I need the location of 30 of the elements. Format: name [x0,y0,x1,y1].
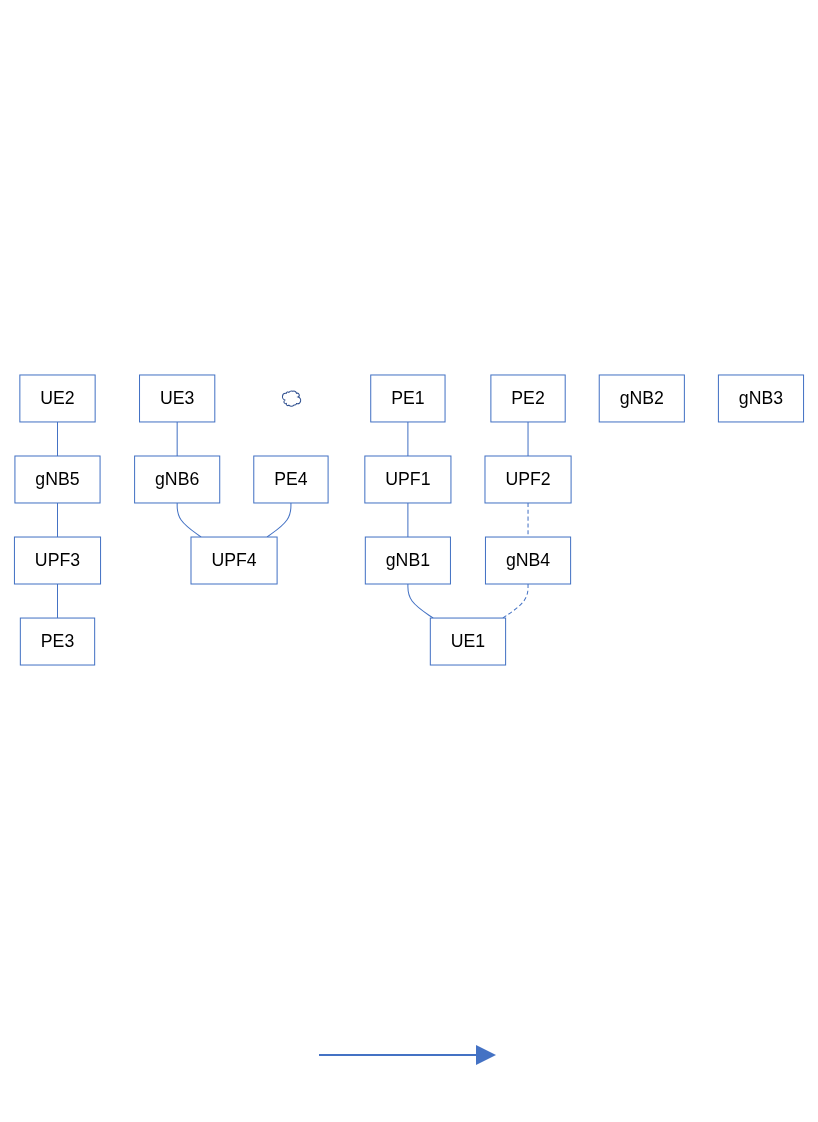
connector [176,421,178,457]
connector [57,421,58,457]
connector [176,502,202,538]
connector [407,583,434,619]
node-box: UPF3 [13,536,102,585]
node-box: UE3 [139,374,216,423]
node-box: PE3 [19,617,96,666]
node-box: PE1 [370,374,446,423]
node-box: UE2 [19,374,96,423]
node-cloud [281,390,302,407]
node-box: UPF2 [484,455,572,504]
node-box: gNB4 [484,536,572,585]
connector [407,502,409,538]
node-box: UE1 [429,617,507,666]
node-box: gNB3 [717,374,805,423]
node-box: UPF4 [190,536,278,585]
node-box: gNB2 [598,374,685,423]
node-box: PE4 [253,455,329,504]
connector [57,583,58,619]
connector [266,502,292,538]
node-box: gNB1 [364,536,451,585]
connector [57,502,58,538]
node-box: gNB5 [14,455,101,504]
connector [527,502,529,538]
node-box: gNB6 [134,455,221,504]
connector [407,421,409,457]
connector [527,421,529,457]
connector [502,583,529,619]
node-box: PE2 [490,374,566,423]
node-box: UPF1 [364,455,452,504]
